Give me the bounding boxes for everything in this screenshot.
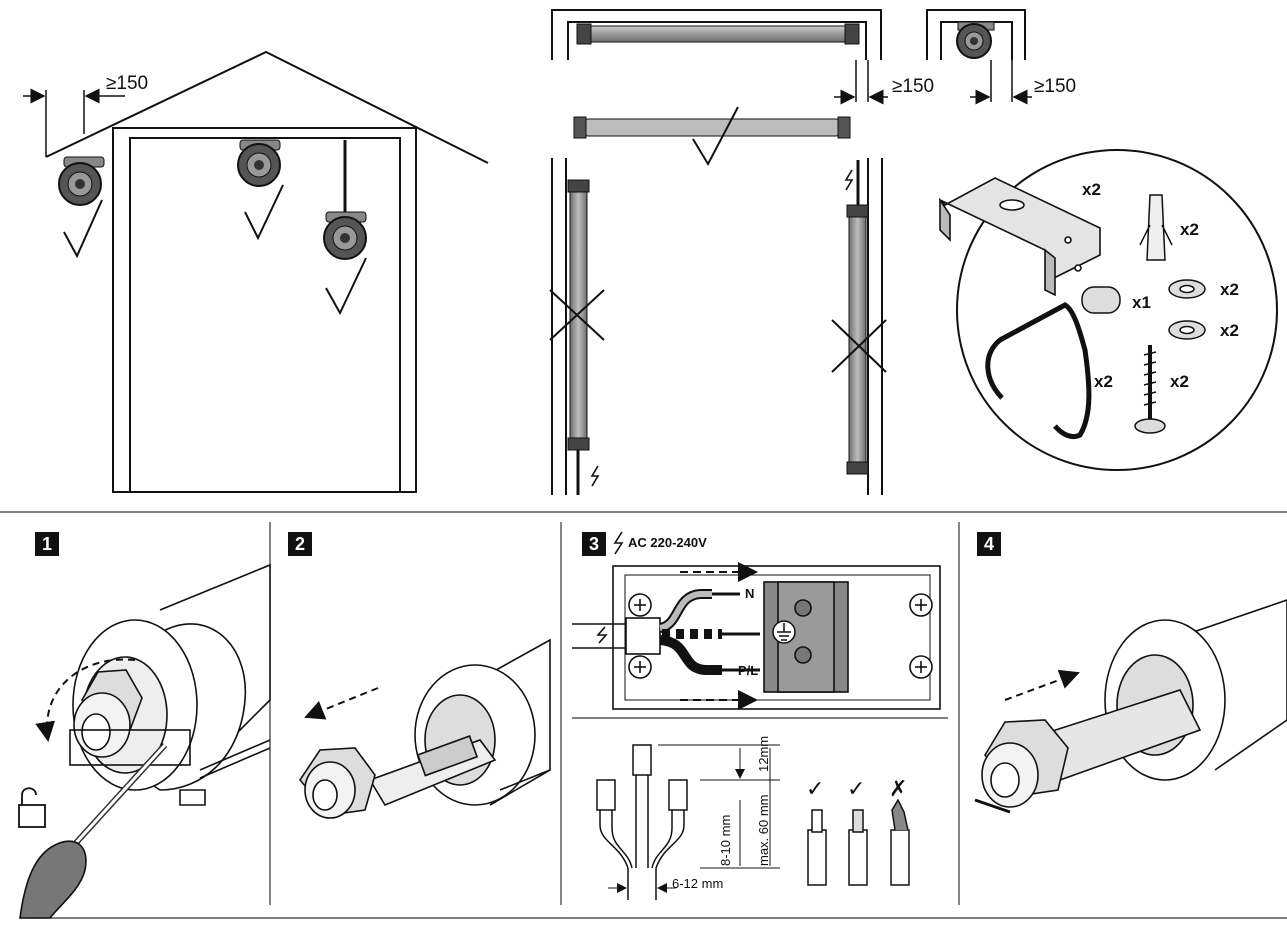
strip-long-label: max. 60 mm [756,794,771,866]
washer-qty-2: x2 [1220,321,1239,340]
step2-illustration [298,638,551,819]
lightning-icon [596,531,624,644]
strip-short-label: 12mm [756,735,771,772]
washer-qty-1: x2 [1220,280,1239,299]
cable-diameter-label: 6-12 mm [672,876,724,891]
heater-free [573,116,851,139]
step1-illustration [69,563,271,806]
heater-vertical-right [846,160,869,475]
step-4-badge: 4 [977,532,1001,556]
heater-end-view-2 [237,139,281,187]
step-3-voltage: AC 220-240V [628,535,707,550]
lightning-icon [590,169,854,487]
heater-ceiling [576,23,860,45]
cable-prep-diagram [596,744,780,900]
pull-arrow [304,687,379,720]
step4-illustration [974,599,1287,814]
wall-anchor-illustration [1139,194,1173,261]
step-2-badge: 2 [288,532,312,556]
wire-end-samples [807,798,910,886]
end-cap-qty: x1 [1132,293,1151,312]
rotation-arrow [35,658,136,742]
core-strip-label: 8-10 mm [718,814,733,866]
unlock-icon [18,787,46,828]
neutral-label: N [745,586,755,601]
clearance-end-label: ≥150 [1034,76,1077,97]
bracket-qty: x2 [1082,180,1101,199]
heater-end-view-1 [58,156,105,206]
screw-illustration [1134,345,1166,434]
end-cap-illustration [1081,286,1121,314]
bracket-illustration [939,177,1101,297]
check-icon [692,106,739,167]
heater-end-view-3 [323,211,367,260]
screwdriver-illustration [19,742,168,919]
check-icon [63,184,367,316]
ceiling-mount-diagram [551,9,888,105]
step-3-badge: 3 [582,532,606,556]
cross-icon [831,319,887,373]
ground-icon [772,620,796,644]
hook-illustration [985,302,1092,440]
anchor-qty: x2 [1180,220,1199,239]
clearance-ceiling-label: ≥150 [892,76,935,97]
house-diagram [23,50,489,493]
phase-label: P/L [738,663,759,678]
heater-end-view-4 [956,21,995,59]
step-1-badge: 1 [35,532,59,556]
screw-qty: x2 [1170,372,1189,391]
hook-qty: x2 [1094,372,1113,391]
cable-illustration [572,589,760,675]
washer-illustration [1168,279,1206,340]
heater-vertical-left [567,179,590,495]
clearance-roof-label: ≥150 [106,73,149,94]
push-arrow [1004,669,1080,701]
cross-icon: ✗ [889,776,908,801]
check-icon: ✓ [806,776,825,801]
check-icon: ✓ [847,776,866,801]
cross-icon [549,289,605,341]
accessories-circle [956,149,1278,471]
